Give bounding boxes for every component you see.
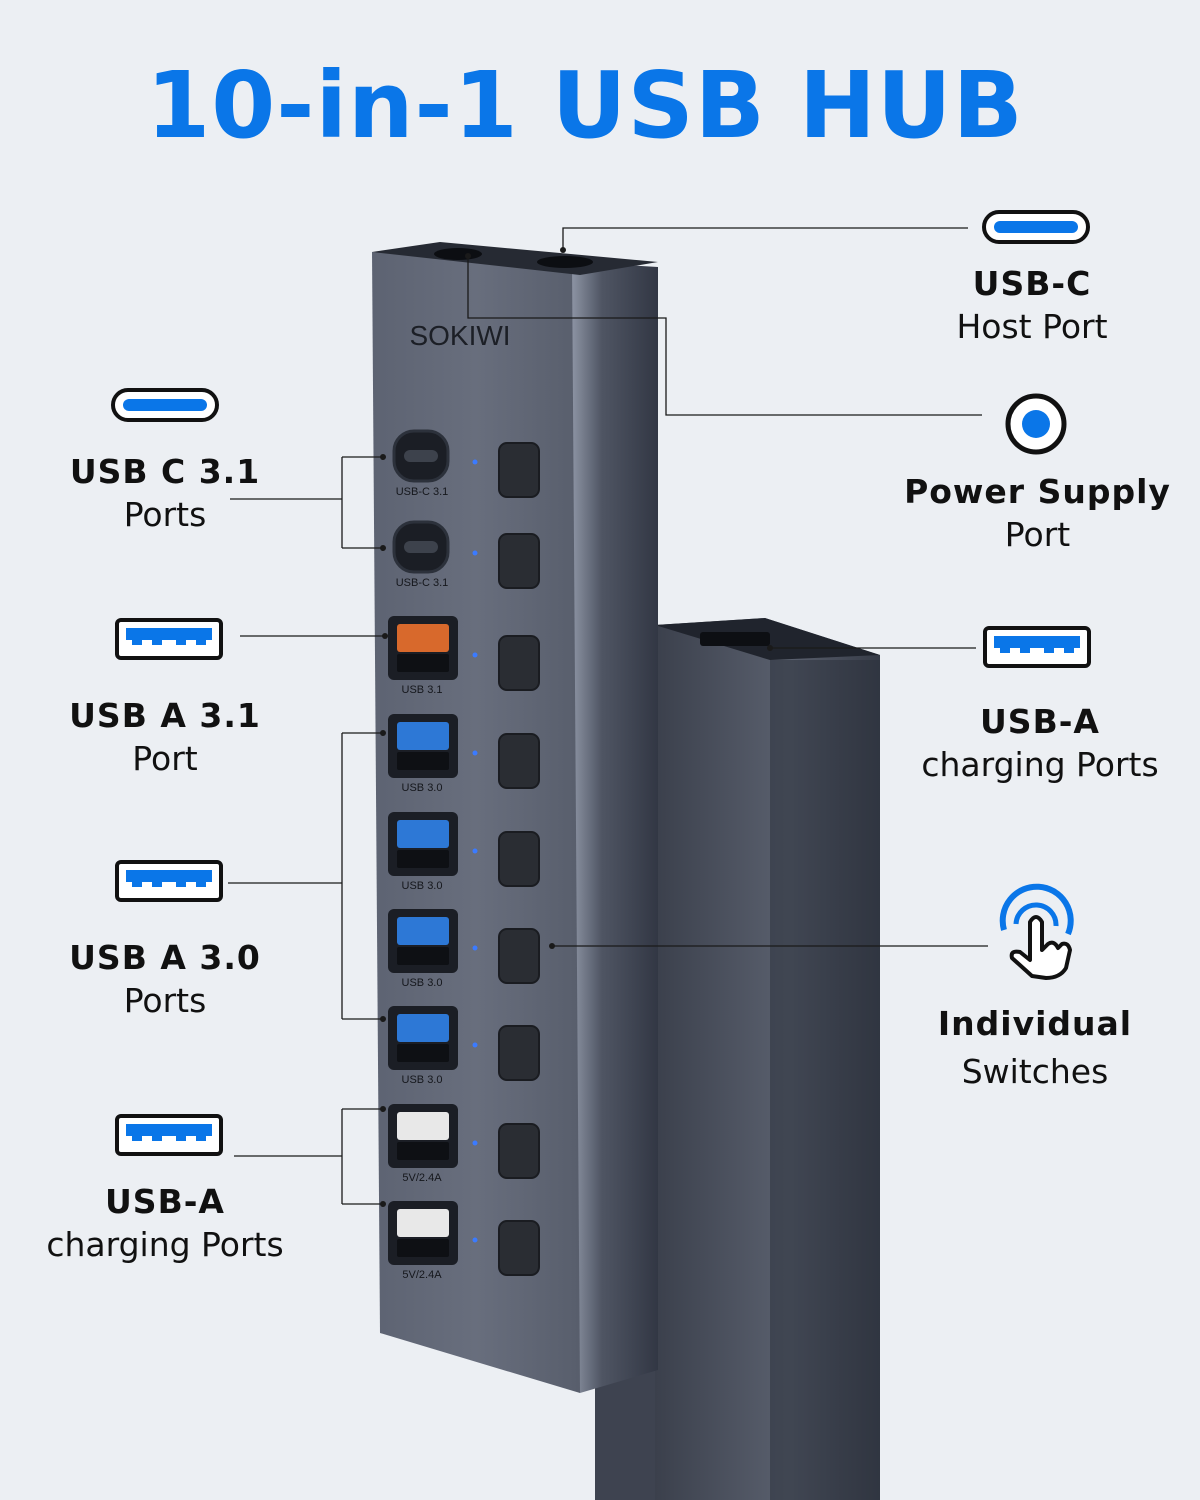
hub-port-label: USB 3.0 xyxy=(402,1074,443,1086)
usb-a-30-icon xyxy=(115,860,223,902)
top-power-port xyxy=(537,256,593,268)
hub-port-1: USB-C 3.1 xyxy=(392,429,540,498)
hub-port-2: USB-C 3.1 xyxy=(392,520,540,589)
label-usb-a-30: USB A 3.0 Ports xyxy=(30,936,300,1022)
port-led xyxy=(472,848,478,854)
port-led xyxy=(472,750,478,756)
label-usb-a-charging-right-sub: charging Ports xyxy=(921,745,1159,784)
usb-c-host-icon xyxy=(982,210,1090,244)
label-individual-switches: Individual Switches xyxy=(910,1000,1160,1096)
port-switch-button[interactable] xyxy=(498,831,540,887)
label-usb-a-30-title: USB A 3.0 xyxy=(69,938,261,977)
hub-port-8: 5V/2.4A xyxy=(388,1104,540,1184)
label-usb-c-31: USB C 3.1 Ports xyxy=(30,450,300,536)
port-switch-button[interactable] xyxy=(498,533,540,589)
label-usb-c-host: USB-C Host Port xyxy=(920,262,1144,348)
hub-port-label: USB-C 3.1 xyxy=(396,577,449,589)
power-port-icon xyxy=(1005,393,1067,455)
port-switch-button[interactable] xyxy=(498,635,540,691)
hub-port-label: USB 3.1 xyxy=(402,684,443,696)
hub-port-label: USB 3.0 xyxy=(402,880,443,892)
leader-dots xyxy=(380,247,773,1207)
hub-port-6: USB 3.0 xyxy=(388,909,540,989)
hub-port-label: USB 3.0 xyxy=(402,977,443,989)
port-switch-button[interactable] xyxy=(498,1025,540,1081)
usb-a-charging-left-icon xyxy=(115,1114,223,1156)
label-power-supply-title: Power Supply xyxy=(904,472,1171,511)
port-led xyxy=(472,1042,478,1048)
port-switch-button[interactable] xyxy=(498,442,540,498)
label-usb-a-31: USB A 3.1 Port xyxy=(30,694,300,780)
label-usb-a-charging-left-sub: charging Ports xyxy=(46,1225,284,1264)
hub-port-label: USB-C 3.1 xyxy=(396,486,449,498)
hub-port-label: 5V/2.4A xyxy=(402,1172,442,1184)
label-usb-c-31-sub: Ports xyxy=(123,495,207,534)
label-individual-switches-title: Individual xyxy=(937,1004,1133,1043)
port-led xyxy=(472,550,478,556)
port-led xyxy=(472,459,478,465)
hub-port-7: USB 3.0 xyxy=(388,1006,540,1086)
main-hub-side xyxy=(572,262,658,1393)
label-usb-a-charging-right-title: USB-A xyxy=(980,702,1100,741)
usb-a-charging-right-icon xyxy=(983,626,1091,668)
hub-port-9: 5V/2.4A xyxy=(388,1201,540,1281)
usb-a-31-icon xyxy=(115,618,223,660)
label-usb-a-30-sub: Ports xyxy=(123,981,207,1020)
hub-port-5: USB 3.0 xyxy=(388,812,540,892)
label-power-supply-sub: Port xyxy=(1004,515,1071,554)
brand-logo: SOKIWI xyxy=(409,320,510,351)
label-usb-a-charging-left-title: USB-A xyxy=(105,1182,225,1221)
second-hub-usb-slot xyxy=(700,632,770,646)
page-title: 10-in-1 USB HUB xyxy=(146,52,1024,159)
port-led xyxy=(472,1237,478,1243)
port-led xyxy=(472,1140,478,1146)
label-usb-c-31-title: USB C 3.1 xyxy=(69,452,261,491)
second-hub-side xyxy=(770,660,880,1500)
hub-port-4: USB 3.0 xyxy=(388,714,540,794)
label-usb-a-31-sub: Port xyxy=(132,739,198,778)
usb-c-31-icon xyxy=(111,388,219,422)
port-led xyxy=(472,652,478,658)
hub-port-label: 5V/2.4A xyxy=(402,1269,442,1281)
label-usb-a-charging-right: USB-A charging Ports xyxy=(905,700,1175,786)
top-usb-c-port xyxy=(434,248,482,260)
port-switch-button[interactable] xyxy=(498,1123,540,1179)
hub-port-3: USB 3.1 xyxy=(388,616,540,696)
label-individual-switches-sub: Switches xyxy=(961,1052,1109,1091)
leader-lines xyxy=(228,227,988,1205)
port-led xyxy=(472,945,478,951)
port-switch-button[interactable] xyxy=(498,733,540,789)
port-switch-button[interactable] xyxy=(498,928,540,984)
port-switch-button[interactable] xyxy=(498,1220,540,1276)
label-power-supply: Power Supply Port xyxy=(900,470,1175,556)
hub-port-label: USB 3.0 xyxy=(402,782,443,794)
touch-hand-icon xyxy=(999,883,1074,980)
label-usb-c-host-sub: Host Port xyxy=(956,307,1108,346)
label-usb-a-31-title: USB A 3.1 xyxy=(69,696,261,735)
label-usb-c-host-title: USB-C xyxy=(972,264,1092,303)
label-usb-a-charging-left: USB-A charging Ports xyxy=(20,1180,310,1266)
